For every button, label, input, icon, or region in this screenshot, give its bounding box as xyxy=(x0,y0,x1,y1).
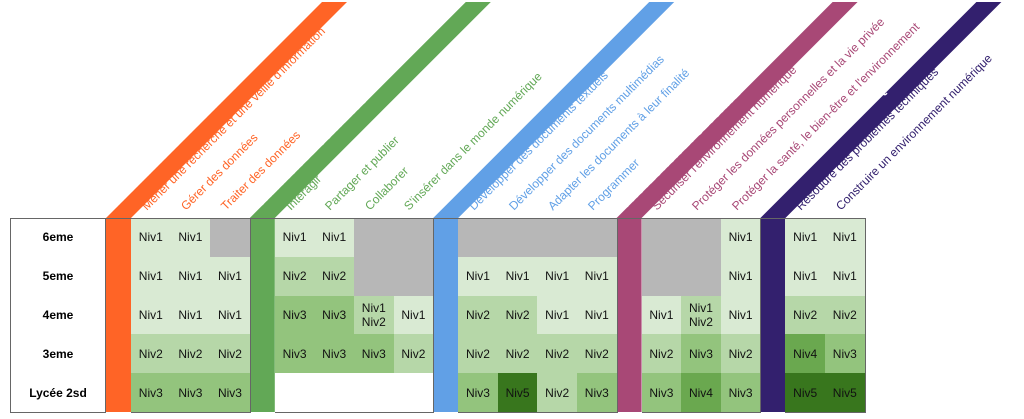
level-cell xyxy=(458,218,499,258)
row-label: 3eme xyxy=(10,334,106,375)
level-cell: Niv2 xyxy=(537,334,578,375)
level-cell: Niv1 xyxy=(170,218,212,258)
level-cell: Niv1 xyxy=(720,256,762,297)
level-cell: Niv2 xyxy=(210,334,251,375)
level-cell xyxy=(354,218,395,258)
level-cell: Niv1 xyxy=(170,295,212,336)
level-cell: Niv1 xyxy=(131,295,172,336)
level-cell: Niv1 xyxy=(785,218,826,258)
level-cell xyxy=(393,373,435,413)
row-label: 5eme xyxy=(10,256,106,297)
category-band xyxy=(433,2,675,412)
level-cell xyxy=(210,218,251,258)
level-cell: Niv2 xyxy=(314,256,355,297)
level-cell: Niv2 xyxy=(497,334,539,375)
table-top-border xyxy=(10,218,866,219)
category-band xyxy=(106,2,347,412)
level-cell: Niv3 xyxy=(577,373,618,413)
level-cell: Niv1 xyxy=(210,256,251,297)
level-cell xyxy=(641,218,683,258)
level-cell: Niv1 xyxy=(314,218,355,258)
level-cell xyxy=(393,218,435,258)
level-cell: Niv3 xyxy=(131,373,172,413)
level-cell: Niv2 xyxy=(393,334,435,375)
level-cell: Niv1 Niv2 xyxy=(354,295,395,336)
level-cell: Niv3 xyxy=(274,334,316,375)
level-cell: Niv5 xyxy=(497,373,539,413)
level-cell: Niv1 xyxy=(170,256,212,297)
category-band xyxy=(616,2,858,412)
row-label: 6eme xyxy=(10,218,106,258)
level-cell: Niv3 xyxy=(641,373,683,413)
level-cell xyxy=(537,218,578,258)
level-cell: Niv2 xyxy=(641,334,683,375)
level-cell: Niv4 xyxy=(785,334,826,375)
level-cell: Niv3 xyxy=(210,373,251,413)
level-cell: Niv1 xyxy=(785,256,826,297)
level-cell: Niv1 xyxy=(577,295,618,336)
level-cell xyxy=(314,373,355,413)
level-cell: Niv1 Niv2 xyxy=(681,295,722,336)
level-cell: Niv3 xyxy=(825,334,866,375)
level-cell xyxy=(354,373,395,413)
level-cell xyxy=(681,256,722,297)
level-cell: Niv3 xyxy=(170,373,212,413)
level-cell: Niv5 xyxy=(825,373,866,413)
level-cell: Niv1 xyxy=(641,295,683,336)
level-cell: Niv3 xyxy=(458,373,499,413)
level-cell: Niv2 xyxy=(131,334,172,375)
level-cell xyxy=(497,218,539,258)
category-band xyxy=(760,2,1002,412)
level-cell xyxy=(641,256,683,297)
row-label: 4eme xyxy=(10,295,106,336)
level-cell: Niv1 xyxy=(577,256,618,297)
level-cell: Niv3 xyxy=(314,295,355,336)
level-cell: Niv1 xyxy=(210,295,251,336)
level-cell: Niv1 xyxy=(537,256,578,297)
level-cell: Niv3 xyxy=(274,295,316,336)
level-cell: Niv2 xyxy=(497,295,539,336)
level-cell: Niv1 xyxy=(825,256,866,297)
level-cell xyxy=(681,218,722,258)
level-cell: Niv2 xyxy=(274,256,316,297)
row-label: Lycée 2sd xyxy=(10,373,106,413)
level-cell: Niv2 xyxy=(720,334,762,375)
level-cell: Niv2 xyxy=(577,334,618,375)
level-cell: Niv2 xyxy=(537,373,578,413)
level-cell: Niv3 xyxy=(681,334,722,375)
level-cell: Niv3 xyxy=(354,334,395,375)
level-cell: Niv1 xyxy=(131,256,172,297)
level-cell: Niv1 xyxy=(720,218,762,258)
level-cell xyxy=(274,373,316,413)
level-cell: Niv1 xyxy=(825,218,866,258)
level-cell: Niv3 xyxy=(720,373,762,413)
level-cell: Niv1 xyxy=(393,295,435,336)
level-cell xyxy=(577,218,618,258)
level-cell: Niv1 xyxy=(720,295,762,336)
level-cell: Niv1 xyxy=(131,218,172,258)
level-cell: Niv2 xyxy=(170,334,212,375)
level-cell xyxy=(354,256,395,297)
level-cell: Niv1 xyxy=(458,256,499,297)
level-cell: Niv2 xyxy=(785,295,826,336)
level-cell: Niv2 xyxy=(825,295,866,336)
level-cell xyxy=(393,256,435,297)
level-cell: Niv1 xyxy=(497,256,539,297)
level-cell: Niv3 xyxy=(314,334,355,375)
level-cell: Niv2 xyxy=(458,334,499,375)
category-band xyxy=(249,2,491,412)
level-cell: Niv5 xyxy=(785,373,826,413)
level-cell: Niv2 xyxy=(458,295,499,336)
level-cell: Niv1 xyxy=(274,218,316,258)
level-cell: Niv1 xyxy=(537,295,578,336)
level-cell: Niv4 xyxy=(681,373,722,413)
